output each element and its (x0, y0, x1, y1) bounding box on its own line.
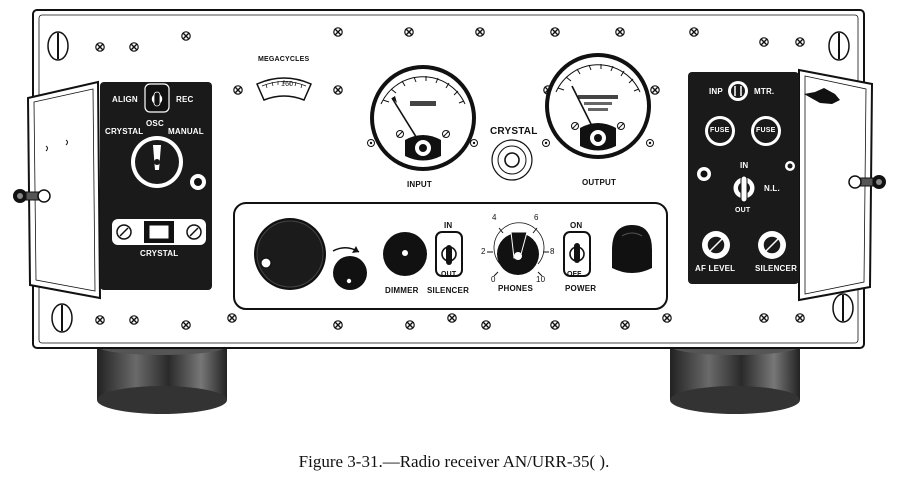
input-meter (367, 65, 478, 171)
fuse-holder-2[interactable] (751, 116, 781, 146)
power-off-label: OFF (567, 271, 582, 278)
phones-label: PHONES (498, 284, 533, 293)
align-rec-toggle[interactable] (144, 83, 170, 113)
output-meter (542, 53, 654, 159)
corner-slot-screws (47, 31, 854, 333)
left-door-latch[interactable] (13, 189, 51, 203)
crystal-position-label: CRYSTAL (105, 127, 144, 136)
silencer-in-label: IN (444, 221, 453, 230)
output-meter-label: OUTPUT (582, 178, 617, 187)
noise-limiter-out-label: OUT (735, 207, 751, 214)
af-level-label: AF LEVEL (695, 264, 736, 273)
osc-selector-knob[interactable] (131, 136, 183, 188)
power-label: POWER (565, 284, 597, 293)
left-door (13, 80, 102, 300)
left-control-plate (100, 82, 212, 290)
phones-scale-0: 0 (491, 275, 496, 284)
phones-scale-6: 6 (534, 213, 539, 222)
silencer-label: SILENCER (427, 286, 470, 295)
phones-jack-cover[interactable] (612, 225, 652, 273)
mtr-label: MTR. (754, 87, 775, 96)
crystal-socket-label: CRYSTAL (140, 249, 179, 258)
right-door-latch[interactable] (848, 175, 886, 189)
silencer-out-label: OUT (441, 271, 457, 278)
silencer-control[interactable] (758, 231, 786, 259)
rec-label: REC (176, 95, 194, 104)
noise-limiter-toggle[interactable] (733, 175, 755, 203)
phones-scale-4: 4 (492, 213, 497, 222)
dimmer-knob[interactable] (383, 232, 427, 276)
manual-label: MANUAL (168, 127, 204, 136)
crystal-indicator-label: CRYSTAL (490, 126, 538, 137)
crystal-socket[interactable] (112, 219, 206, 245)
megacycles-label: MEGACYCLES (258, 56, 310, 63)
fuse-1-label: FUSE (710, 127, 730, 134)
input-meter-label: INPUT (407, 180, 432, 189)
power-toggle[interactable] (563, 231, 591, 277)
figure-caption: Figure 3-31.—Radio receiver AN/URR-35( )… (298, 452, 610, 471)
noise-limiter-in-label: IN (740, 161, 749, 170)
align-label: ALIGN (112, 95, 138, 104)
dial-scale-value: 160 (281, 81, 294, 88)
fuse-holder-1[interactable] (705, 116, 735, 146)
meter-switch[interactable] (728, 81, 748, 101)
dimmer-label: DIMMER (385, 286, 419, 295)
phones-scale-2: 2 (481, 247, 486, 256)
fuse-2-label: FUSE (756, 127, 776, 134)
af-level-control[interactable] (702, 231, 730, 259)
right-door (798, 68, 886, 302)
fine-tune-knob[interactable] (333, 256, 367, 290)
noise-limiter-label: N.L. (764, 184, 780, 193)
silencer-toggle[interactable] (435, 231, 463, 277)
silencer-control-label: SILENCER (755, 264, 798, 273)
power-on-label: ON (570, 221, 583, 230)
tuning-knob[interactable] (254, 218, 326, 290)
inp-label: INP (709, 87, 723, 96)
phones-knob[interactable] (487, 222, 549, 277)
osc-label: OSC (146, 119, 164, 128)
phones-scale-8: 8 (550, 247, 555, 256)
right-control-plate (688, 72, 799, 284)
megacycles-dial (256, 77, 312, 101)
crystal-indicator-lamp (491, 139, 533, 181)
phones-scale-10: 10 (536, 275, 546, 284)
